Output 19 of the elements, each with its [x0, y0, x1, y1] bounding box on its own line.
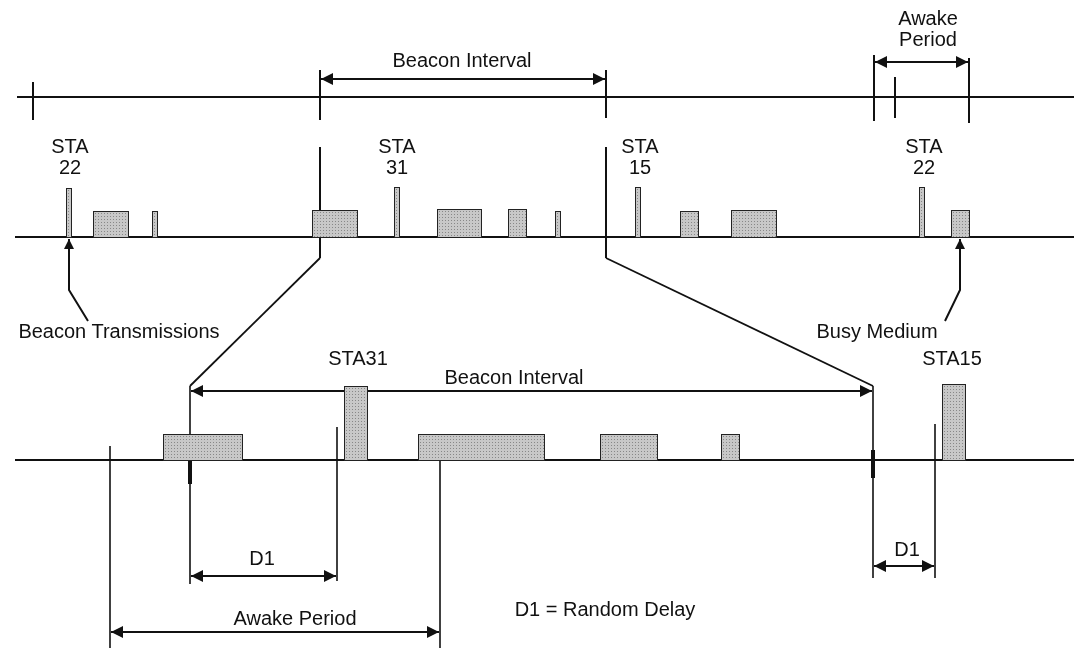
station-label: STA 22 — [50, 136, 90, 178]
dimension-label: D1 — [893, 539, 921, 560]
station-label: STA 22 — [904, 136, 944, 178]
dimension-label: Beacon Interval — [443, 367, 585, 388]
annotation-text: Beacon Transmissions — [8, 321, 230, 342]
leader-arrow — [64, 238, 89, 322]
station-label: STA15 — [921, 348, 983, 369]
frame-bar — [66, 188, 72, 238]
station-label: STA 15 — [620, 136, 660, 178]
dimension-label: Beacon Interval — [391, 50, 533, 71]
station-label: STA 31 — [377, 136, 417, 178]
dimension-label: Awake Period — [232, 608, 358, 629]
leader-arrow — [944, 238, 965, 322]
station-label: STA31 — [327, 348, 389, 369]
dimension-label: Awake Period — [897, 8, 959, 50]
annotation-text: Busy Medium — [812, 321, 942, 342]
frame-bar — [951, 210, 970, 238]
dimension-label: D1 — [248, 548, 276, 569]
note-text: D1 = Random Delay — [513, 599, 697, 620]
